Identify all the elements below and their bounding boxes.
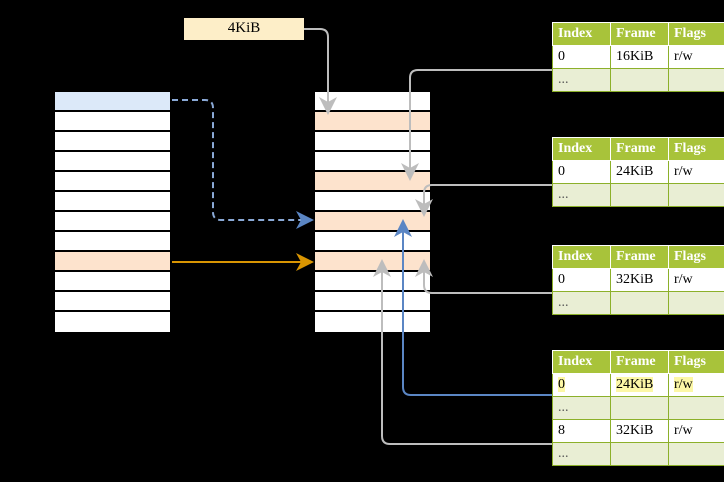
cell-flags: r/w xyxy=(668,419,724,443)
virtual-address-space-column xyxy=(53,90,172,332)
physical-frame-cell xyxy=(315,192,430,212)
virtual-page-cell xyxy=(55,212,170,232)
physical-frame-cell xyxy=(315,152,430,172)
cell-flags xyxy=(668,442,724,466)
wire-virtual-page-to-frame-dashed xyxy=(172,99,314,229)
table-row[interactable]: ... xyxy=(552,183,724,207)
wire-table3-to-frame xyxy=(415,259,552,294)
cell-index: 0 xyxy=(552,268,611,292)
cell-frame xyxy=(610,68,669,92)
column-header-frame: Frame xyxy=(610,22,669,46)
table-row-highlighted[interactable]: 0 24KiB r/w xyxy=(552,373,724,397)
page-table-level-3: Index Frame Flags 0 32KiB r/w ... xyxy=(552,245,724,315)
table-row[interactable]: 0 32KiB r/w xyxy=(552,268,724,292)
cell-index-text: 0 xyxy=(558,377,565,392)
table-row[interactable]: ... xyxy=(552,291,724,315)
column-header-frame: Frame xyxy=(610,245,669,269)
virtual-page-cell xyxy=(55,272,170,292)
column-header-frame: Frame xyxy=(610,350,669,374)
table-header-row: Index Frame Flags xyxy=(552,245,724,269)
cell-index: ... xyxy=(552,396,611,420)
column-header-flags: Flags xyxy=(668,22,724,46)
cell-index: ... xyxy=(552,291,611,315)
table-row[interactable]: 0 24KiB r/w xyxy=(552,160,724,184)
page-table-level-2: Index Frame Flags 0 24KiB r/w ... xyxy=(552,137,724,207)
cell-index: 0 xyxy=(552,373,611,397)
cell-index: ... xyxy=(552,183,611,207)
cell-flags: r/w xyxy=(668,373,724,397)
column-header-frame: Frame xyxy=(610,137,669,161)
physical-frame-cell xyxy=(315,112,430,132)
table-header-row: Index Frame Flags xyxy=(552,22,724,46)
virtual-page-cell xyxy=(55,232,170,252)
table-header-row: Index Frame Flags xyxy=(552,350,724,374)
table-row[interactable]: ... xyxy=(552,68,724,92)
page-table-level-4: Index Frame Flags 0 24KiB r/w ... 8 32Ki… xyxy=(552,350,724,466)
virtual-page-cell xyxy=(55,92,170,112)
cell-frame xyxy=(610,396,669,420)
cell-index: ... xyxy=(552,442,611,466)
column-header-index: Index xyxy=(552,350,611,374)
column-header-flags: Flags xyxy=(668,350,724,374)
physical-frame-cell xyxy=(315,252,430,272)
cell-flags xyxy=(668,68,724,92)
cell-frame: 16KiB xyxy=(610,45,669,69)
cell-flags xyxy=(668,396,724,420)
virtual-page-cell xyxy=(55,152,170,172)
cell-flags: r/w xyxy=(668,268,724,292)
physical-frame-cell xyxy=(315,312,430,332)
cell-flags xyxy=(668,183,724,207)
physical-frame-cell xyxy=(315,212,430,232)
virtual-page-cell xyxy=(55,172,170,192)
size-label-4kib: 4KiB xyxy=(184,18,304,40)
virtual-page-cell xyxy=(55,192,170,212)
physical-frame-cell xyxy=(315,132,430,152)
cell-flags-text: r/w xyxy=(674,377,693,392)
cell-frame: 32KiB xyxy=(610,268,669,292)
column-header-index: Index xyxy=(552,137,611,161)
cell-frame: 24KiB xyxy=(610,373,669,397)
cell-index: 0 xyxy=(552,45,611,69)
table-row[interactable]: ... xyxy=(552,396,724,420)
page-table-level-1: Index Frame Flags 0 16KiB r/w ... xyxy=(552,22,724,92)
virtual-page-cell xyxy=(55,112,170,132)
cell-flags xyxy=(668,291,724,315)
wire-table2-to-frame xyxy=(415,184,552,217)
column-header-index: Index xyxy=(552,245,611,269)
table-row[interactable]: 8 32KiB r/w xyxy=(552,419,724,443)
physical-frame-cell xyxy=(315,232,430,252)
column-header-index: Index xyxy=(552,22,611,46)
cell-frame xyxy=(610,442,669,466)
physical-frame-cell xyxy=(315,272,430,292)
column-header-flags: Flags xyxy=(668,137,724,161)
virtual-page-cell xyxy=(55,132,170,152)
table-row[interactable]: ... xyxy=(552,442,724,466)
virtual-page-cell xyxy=(55,292,170,312)
cell-frame-text: 24KiB xyxy=(616,377,654,392)
cell-index: 0 xyxy=(552,160,611,184)
cell-flags: r/w xyxy=(668,45,724,69)
cell-index: ... xyxy=(552,68,611,92)
table-row[interactable]: 0 16KiB r/w xyxy=(552,45,724,69)
physical-frame-cell xyxy=(315,92,430,112)
cell-index: 8 xyxy=(552,419,611,443)
column-header-flags: Flags xyxy=(668,245,724,269)
cell-frame xyxy=(610,183,669,207)
cell-flags: r/w xyxy=(668,160,724,184)
virtual-page-cell xyxy=(55,252,170,272)
physical-frame-cell xyxy=(315,172,430,192)
physical-frame-cell xyxy=(315,292,430,312)
physical-memory-column xyxy=(313,90,432,332)
table-header-row: Index Frame Flags xyxy=(552,137,724,161)
virtual-page-cell xyxy=(55,312,170,332)
cell-frame: 24KiB xyxy=(610,160,669,184)
cell-frame: 32KiB xyxy=(610,419,669,443)
cell-frame xyxy=(610,291,669,315)
